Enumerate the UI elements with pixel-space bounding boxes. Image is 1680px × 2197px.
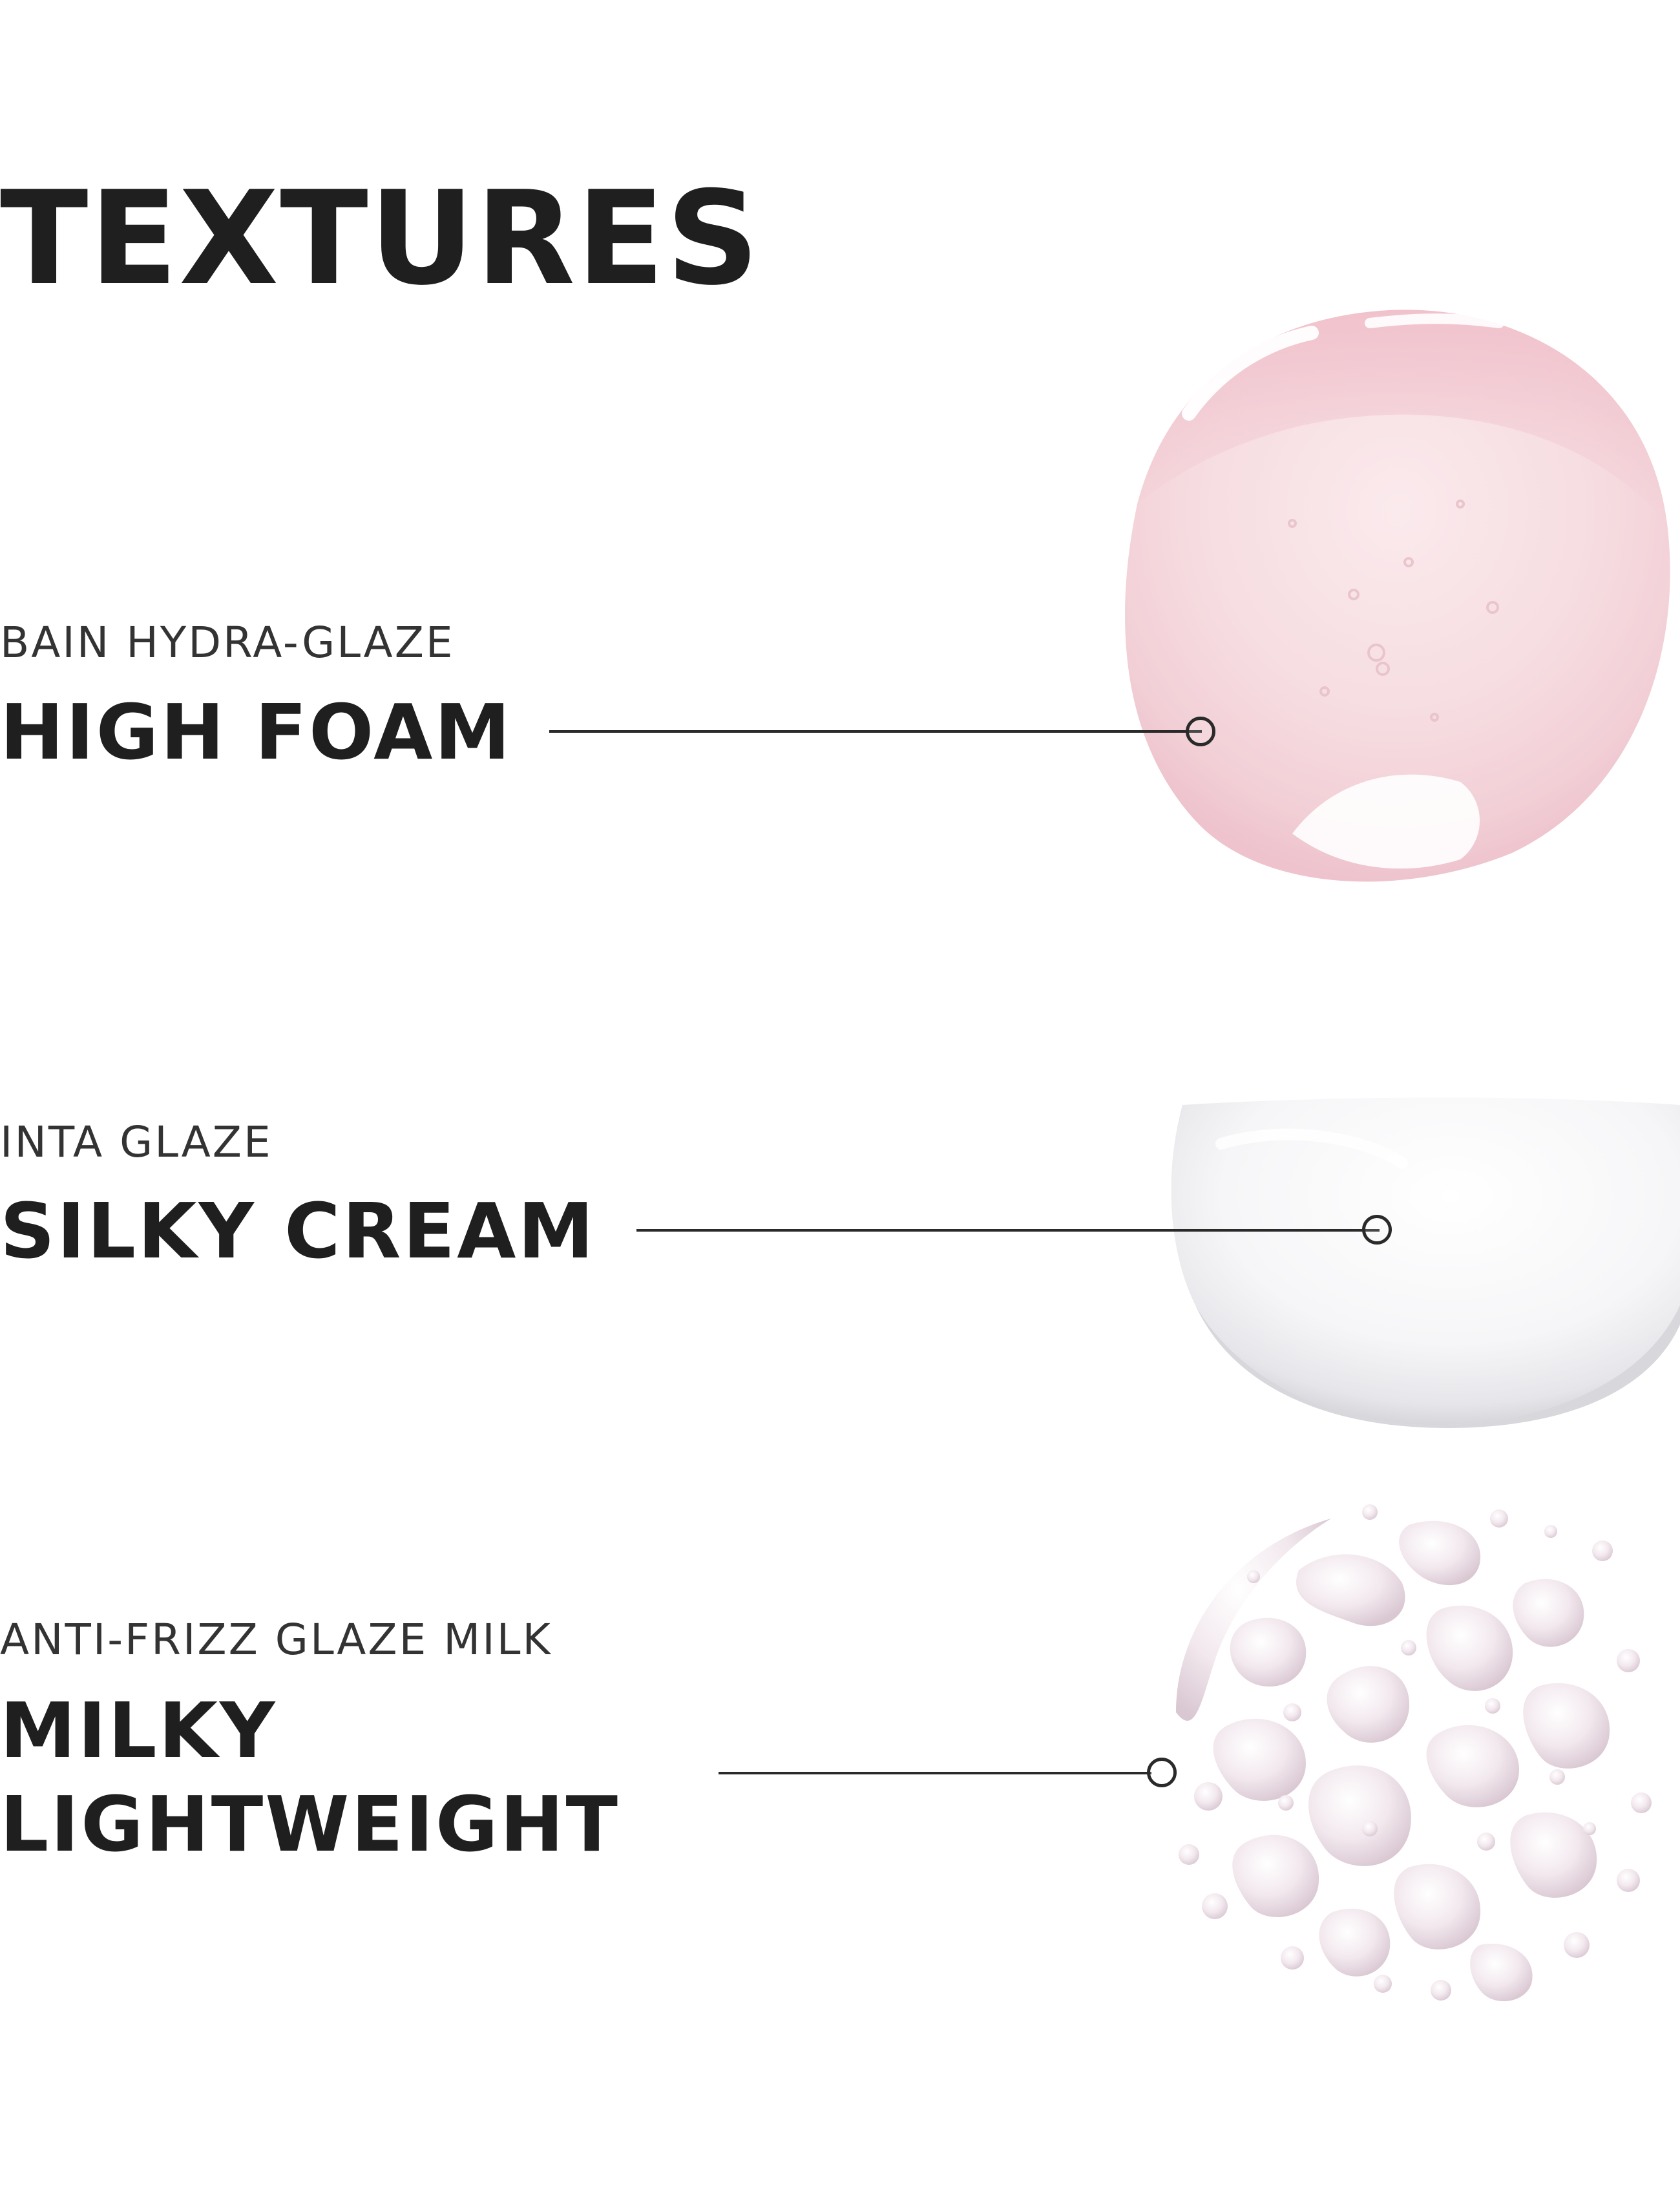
leader-line-milky-lightweight [719, 1772, 1151, 1774]
page-title: TEXTURES [0, 163, 761, 314]
product-name-inta-glaze: INTA GLAZE [0, 1117, 273, 1167]
texture-label-milky: MILKY [0, 1686, 277, 1775]
leader-line-silky-cream [636, 1229, 1380, 1232]
translucent-pink-gel-swatch [1124, 310, 1670, 882]
leader-dot-silky-cream [1362, 1215, 1392, 1245]
product-name-bain-hydra-glaze: BAIN HYDRA-GLAZE [0, 618, 455, 668]
leader-dot-high-foam [1186, 717, 1215, 746]
texture-label-high-foam: HIGH FOAM [0, 688, 512, 777]
milk-droplets-swatch [1176, 1504, 1652, 2001]
leader-dot-milky-lightweight [1147, 1758, 1177, 1787]
leader-line-high-foam [549, 730, 1202, 733]
texture-label-silky-cream: SILKY CREAM [0, 1186, 596, 1276]
product-name-anti-frizz-glaze-milk: ANTI-FRIZZ GLAZE MILK [0, 1615, 552, 1665]
white-cream-swatch [1171, 1097, 1680, 1428]
texture-label-lightweight: LIGHTWEIGHT [0, 1780, 620, 1869]
